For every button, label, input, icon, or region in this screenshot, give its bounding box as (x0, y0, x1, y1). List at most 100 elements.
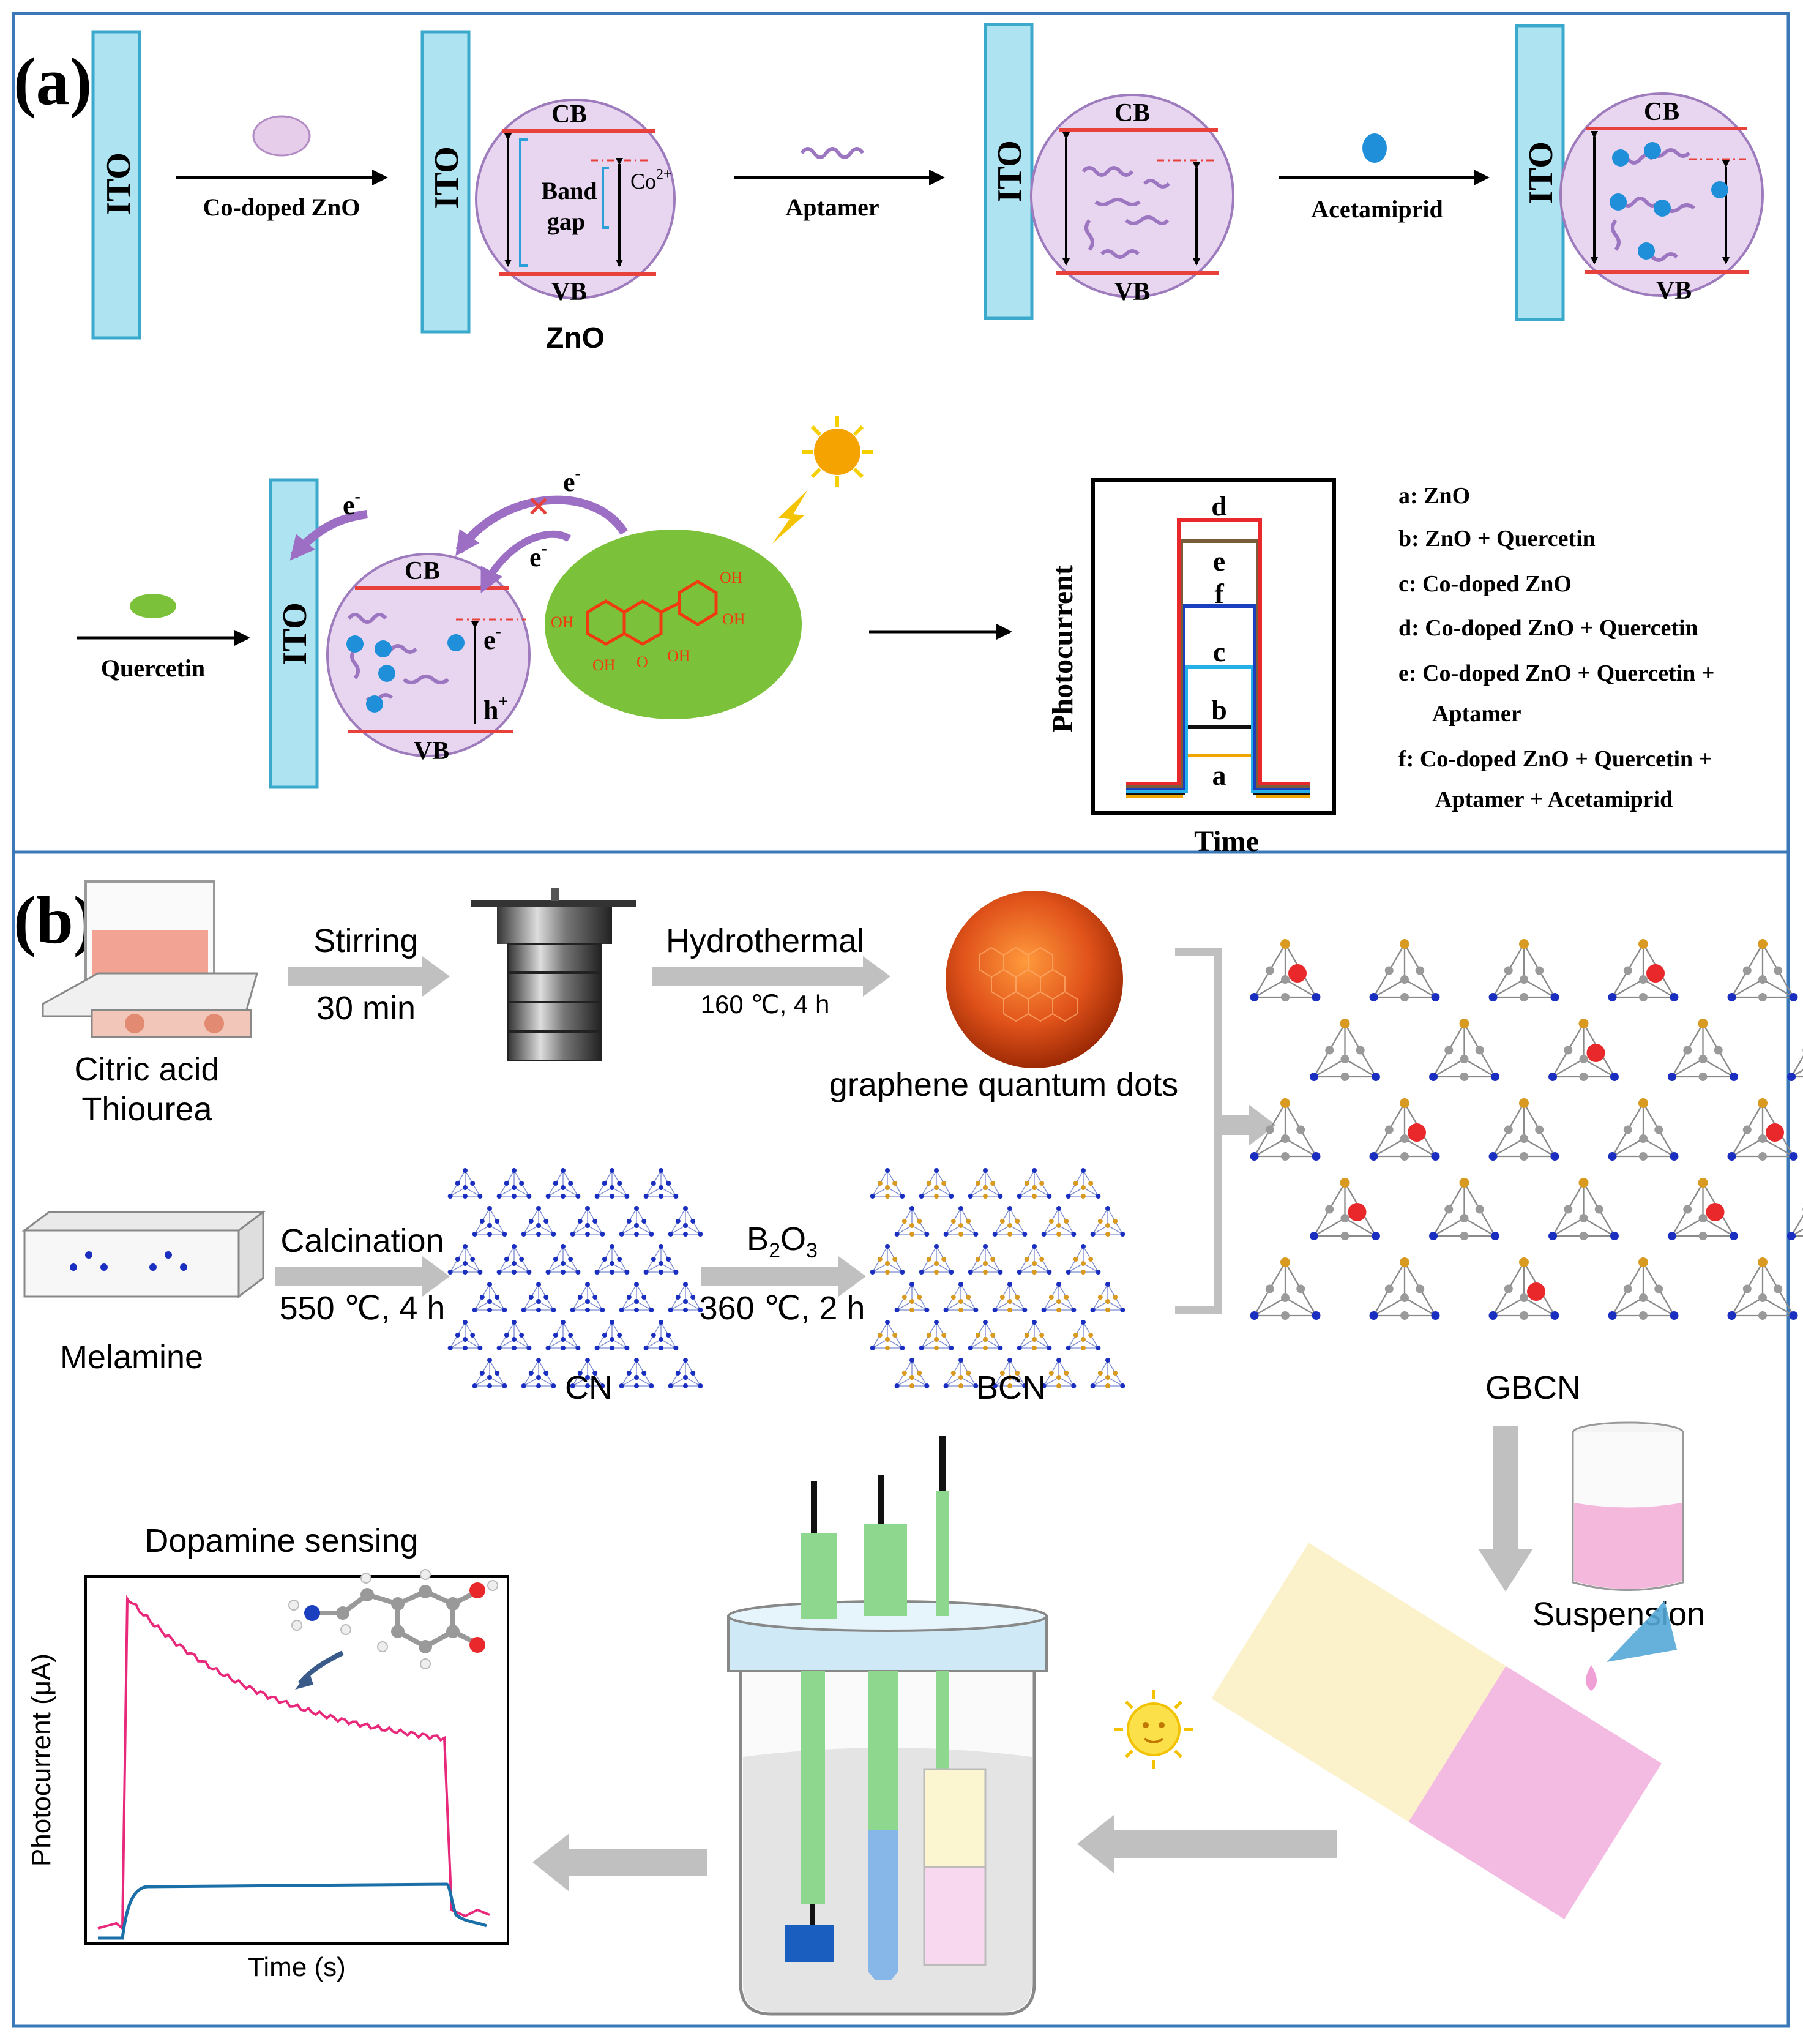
arrow-to-suspension (1478, 1426, 1533, 1592)
svg-text:O: O (636, 653, 648, 671)
svg-text:OH: OH (551, 613, 574, 631)
svg-text:e-: e- (483, 622, 501, 655)
sun-icon (802, 416, 873, 487)
svg-text:f: f (1214, 578, 1224, 609)
svg-text:VB: VB (1114, 278, 1150, 306)
arrow-hydrothermal: Hydrothermal 160 ℃, 4 h (652, 923, 890, 1019)
step-1-label: Co-doped ZnO (203, 193, 360, 221)
svg-text:VB: VB (414, 737, 449, 765)
svg-text:e-: e- (563, 464, 581, 497)
band-diagram-aptamer: CB VB (1030, 94, 1234, 306)
aptamer-icon (800, 147, 865, 159)
ito-electrode-1: ITO (91, 30, 141, 340)
gqd-caption: graphene quantum dots (829, 1066, 1178, 1103)
svg-text:h+: h+ (483, 692, 508, 725)
svg-text:CB: CB (1644, 98, 1679, 126)
zno-particle-icon (252, 115, 311, 157)
autoclave-icon (471, 888, 636, 1061)
svg-text:VB: VB (551, 278, 587, 306)
arrow-to-sensing (532, 1833, 707, 1892)
ito-electrode-2: ITO (420, 30, 471, 334)
svg-text:160 ℃, 4 h: 160 ℃, 4 h (701, 990, 830, 1019)
svg-text:Hydrothermal: Hydrothermal (666, 923, 864, 959)
svg-text:Photocurrent (μA): Photocurrent (μA) (26, 1653, 56, 1866)
suspension-vial-icon (1572, 1421, 1684, 1591)
band-diagram-acetamiprid: CB VB (1559, 92, 1764, 305)
melamine-caption: Melamine (60, 1339, 203, 1376)
svg-text:OH: OH (667, 647, 690, 665)
sun-face-icon (1114, 1690, 1193, 1769)
svg-text:OH: OH (592, 656, 616, 674)
svg-text:f: Co-doped ZnO + Quercetin +: f: Co-doped ZnO + Quercetin + (1398, 746, 1712, 772)
cn-caption: CN (565, 1369, 613, 1406)
svg-text:OH: OH (722, 610, 745, 628)
suspension-caption: Suspension (1532, 1596, 1705, 1633)
electrochemical-cell-icon (727, 1436, 1048, 2016)
panel-a-label: (a) (13, 44, 92, 119)
svg-text:Photocurrent: Photocurrent (1047, 565, 1079, 733)
zno-caption: ZnO (546, 322, 605, 354)
arrow-stirring: Stirring 30 min (288, 923, 450, 1027)
stirrer-beaker-icon (42, 880, 258, 1038)
svg-text:OH: OH (720, 569, 743, 586)
svg-text:Time (s): Time (s) (248, 1952, 346, 1982)
svg-text:gap: gap (547, 208, 585, 235)
svg-text:d: Co-doped ZnO + Quercetin: d: Co-doped ZnO + Quercetin (1398, 615, 1698, 641)
lightning-icon (772, 490, 808, 544)
droplet-icon (1586, 1665, 1597, 1691)
svg-text:VB: VB (1656, 277, 1692, 305)
sensing-title: Dopamine sensing (144, 1522, 418, 1559)
svg-text:B2O3: B2O3 (747, 1221, 818, 1262)
bcn-caption: BCN (976, 1369, 1046, 1406)
svg-text:CB: CB (405, 557, 440, 585)
svg-text:ITO: ITO (428, 146, 466, 209)
gbcn-caption: GBCN (1485, 1369, 1581, 1406)
svg-text:e: e (1213, 545, 1225, 577)
graphene-quantum-dot-icon (946, 891, 1123, 1068)
arrow-to-cell (1077, 1815, 1337, 1873)
svg-text:a: ZnO: a: ZnO (1398, 483, 1470, 509)
svg-text:360 ℃, 2 h: 360 ℃, 2 h (700, 1290, 865, 1327)
pipette-tip-icon (1607, 1601, 1677, 1662)
melamine-boat-icon (21, 1210, 266, 1298)
svg-text:ITO: ITO (1522, 141, 1560, 204)
band-diagram-zno: CB VB Band gap Co2+ (475, 99, 676, 306)
svg-text:c: Co-doped ZnO: c: Co-doped ZnO (1398, 571, 1572, 597)
svg-text:Calcination: Calcination (280, 1222, 444, 1259)
band-diagram-quercetin: CB VB e- h+ (326, 553, 531, 765)
panel-b-label: (b) (13, 883, 95, 957)
arrow-calcination: Calcination 550 ℃, 4 h (275, 1222, 450, 1327)
bcn-lattice-icon (870, 1168, 1125, 1388)
gbcn-lattice-icon (1250, 939, 1803, 1320)
svg-text:e-: e- (529, 539, 547, 572)
acetamiprid-icon (1362, 133, 1387, 163)
svg-text:30 min: 30 min (316, 990, 416, 1027)
svg-text:ITO: ITO (991, 140, 1029, 203)
svg-text:a: a (1212, 760, 1226, 791)
svg-text:ITO: ITO (100, 152, 138, 215)
svg-text:ITO: ITO (276, 602, 314, 665)
quercetin-molecule: OH OH OH O OH OH (545, 530, 802, 719)
svg-text:CB: CB (1114, 99, 1150, 127)
dopamine-sensing-plot: Photocurrent (μA) Time (s) (26, 1569, 509, 1982)
svg-text:b: b (1211, 694, 1227, 725)
svg-text:Time: Time (1194, 825, 1259, 858)
precursor-citric-acid: Citric acid (74, 1051, 219, 1088)
svg-text:Band: Band (541, 177, 597, 204)
electron-transfer-arrows: e- e- e- (289, 464, 628, 593)
panel-b-frame (12, 850, 1790, 2028)
step-4-label: Quercetin (101, 654, 205, 682)
step-3-label: Acetamiprid (1311, 195, 1443, 223)
ito-electrode-4: ITO (1515, 24, 1565, 321)
svg-text:c: c (1213, 636, 1225, 667)
svg-text:Co2+: Co2+ (630, 167, 672, 193)
ito-electrode-5: ITO (269, 478, 319, 789)
photocurrent-plot-a: Photocurrent Time d e f c b a (1047, 478, 1336, 858)
svg-text:d: d (1211, 490, 1227, 522)
svg-text:e-: e- (343, 487, 360, 520)
svg-text:550 ℃, 4 h: 550 ℃, 4 h (280, 1290, 446, 1327)
svg-text:CB: CB (551, 100, 587, 129)
quercetin-icon (130, 594, 176, 618)
ito-electrode-3: ITO (984, 23, 1034, 320)
